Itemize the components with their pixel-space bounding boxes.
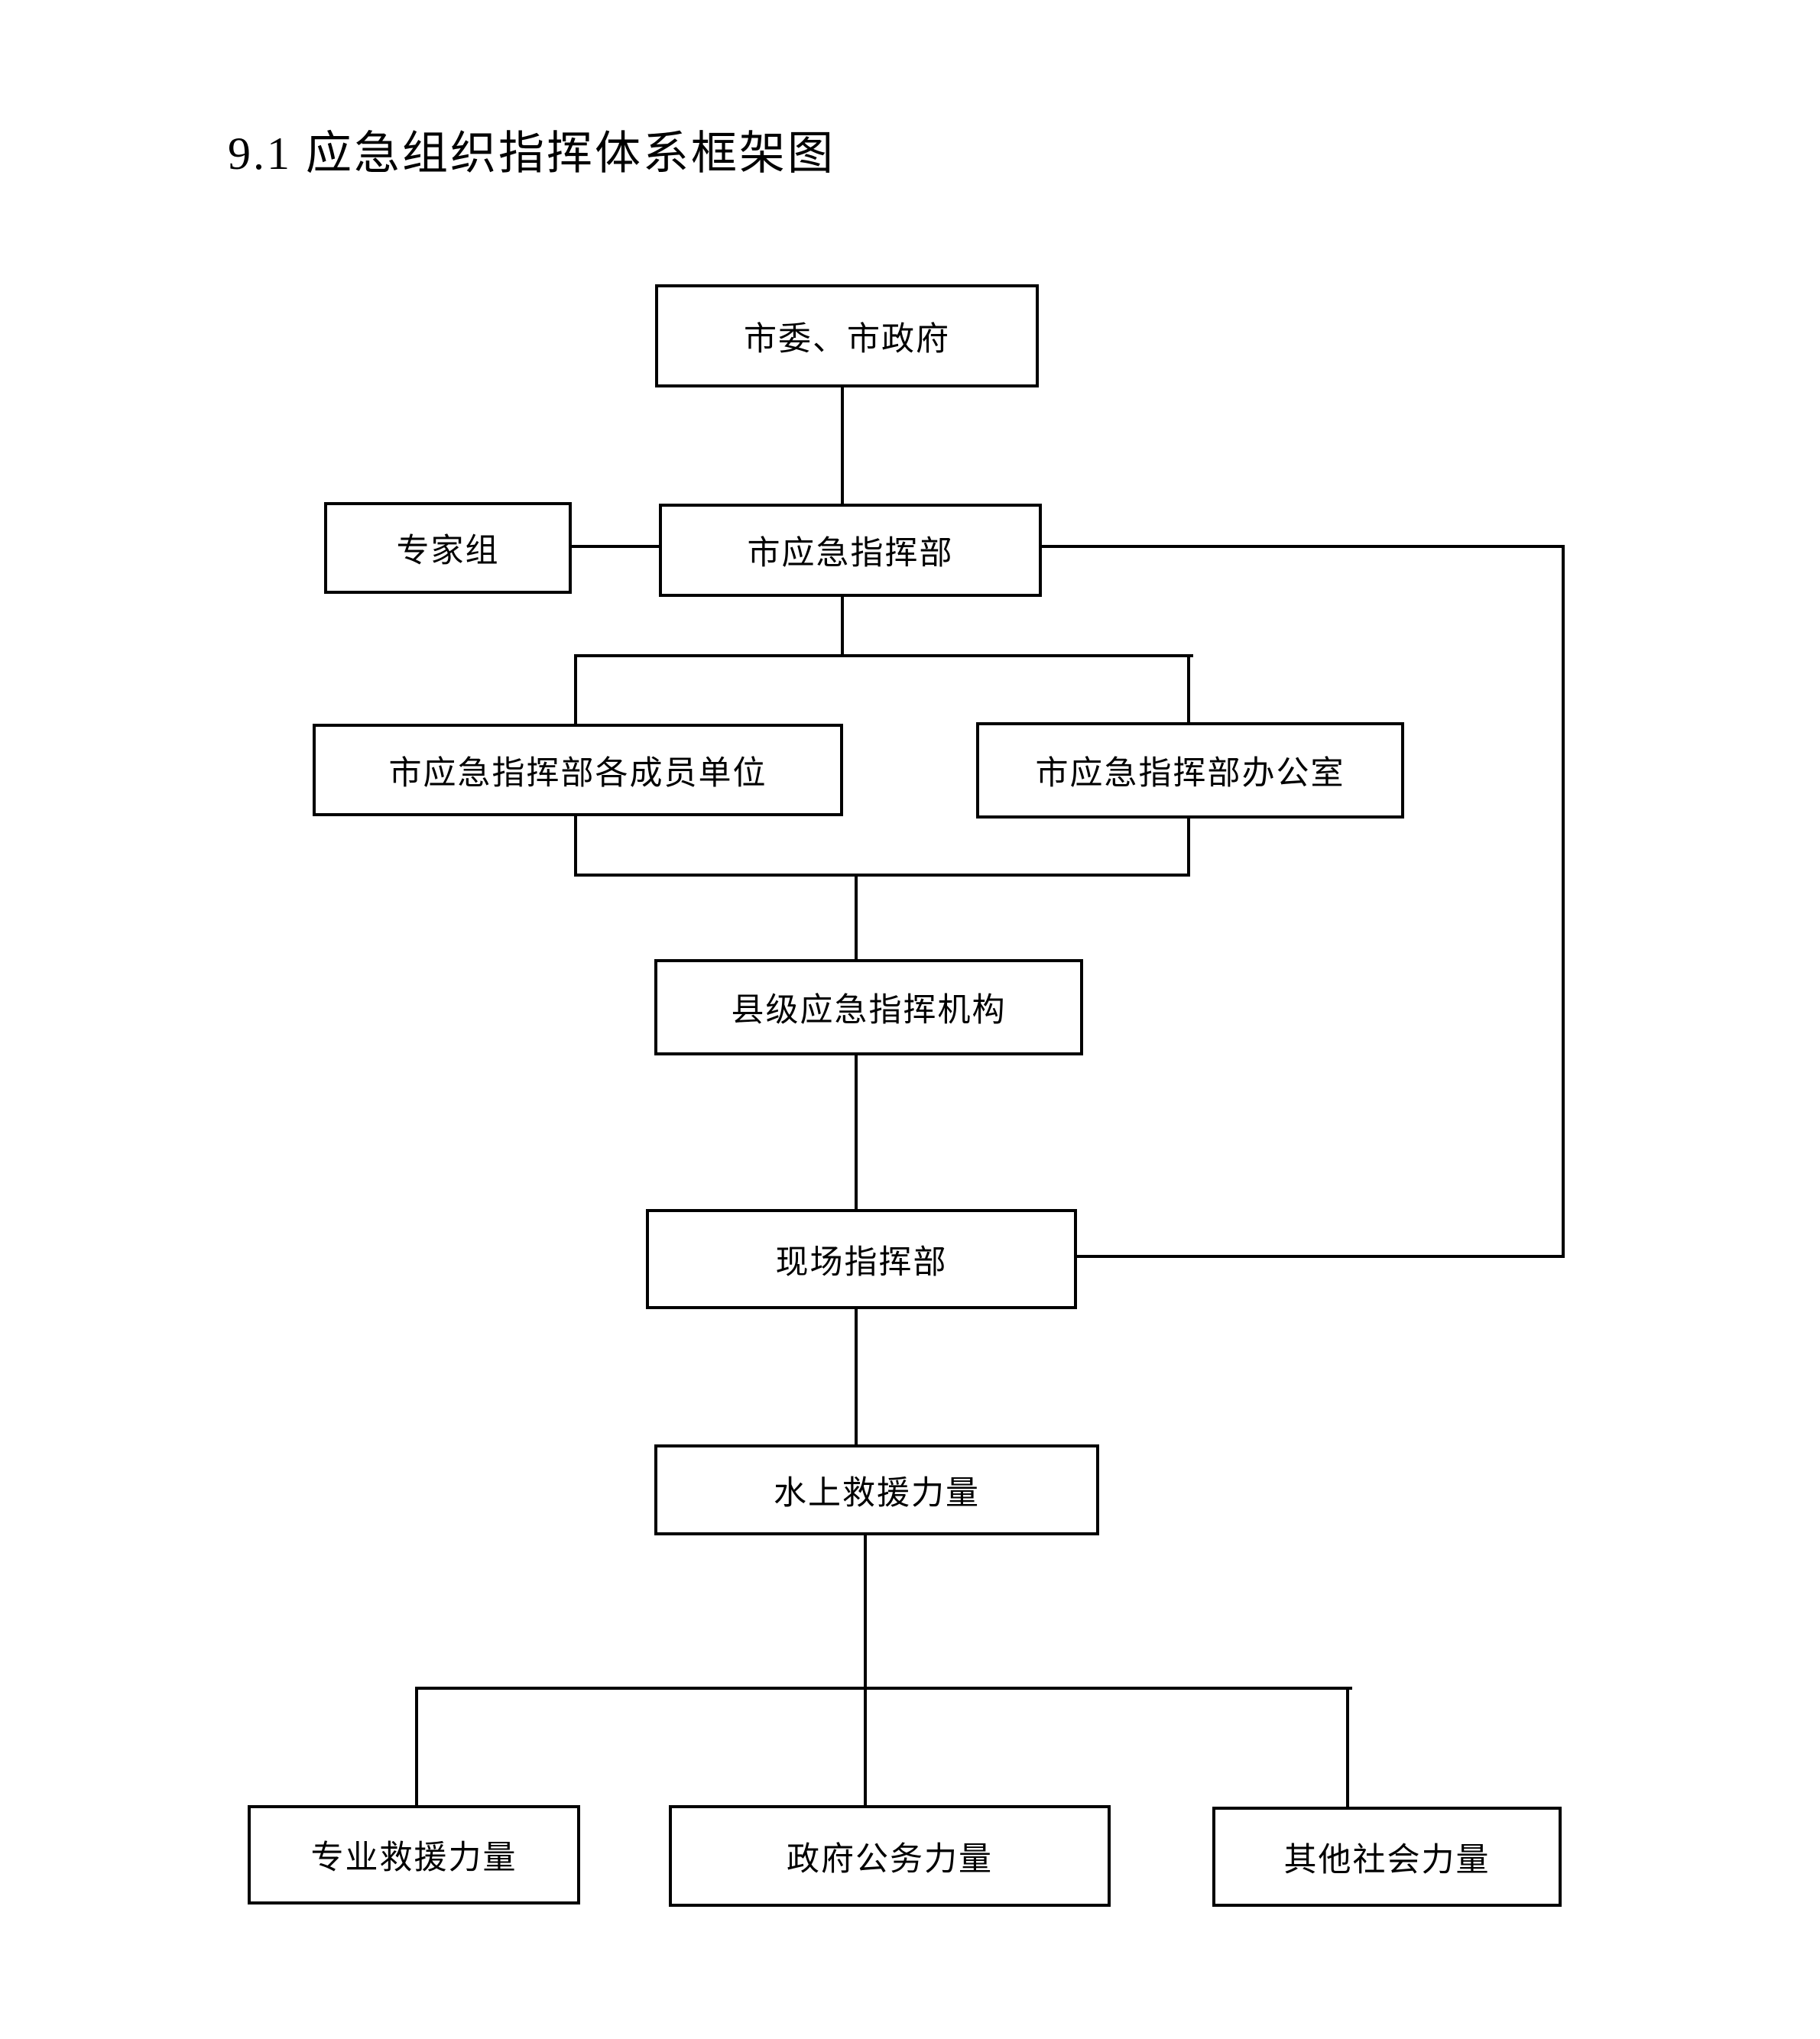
connector-county-to-onsite bbox=[855, 1054, 858, 1212]
connector-split-bar bbox=[574, 654, 1193, 657]
connector-members-down bbox=[574, 815, 577, 877]
connector-command-down bbox=[841, 595, 844, 657]
connector-bottom-bar bbox=[415, 1687, 1352, 1690]
connector-to-other-social bbox=[1346, 1687, 1349, 1810]
node-city-emergency-command: 市应急指挥部 bbox=[659, 504, 1042, 597]
node-professional-rescue-forces: 专业救援力量 bbox=[248, 1805, 580, 1904]
connector-split-right-branch bbox=[1187, 654, 1190, 725]
connector-split-left-branch bbox=[574, 654, 577, 727]
connector-onsite-to-water bbox=[855, 1308, 858, 1447]
connector-top-to-command bbox=[841, 386, 844, 507]
connector-to-professional bbox=[415, 1687, 418, 1808]
connector-merge-bar bbox=[574, 874, 1190, 877]
connector-merge-to-county bbox=[855, 874, 858, 962]
connector-water-down bbox=[864, 1534, 867, 1690]
connector-right-into-onsite bbox=[1075, 1255, 1565, 1258]
page-title: 9.1 应急组织指挥体系框架图 bbox=[228, 128, 835, 179]
connector-command-right-out bbox=[1040, 545, 1565, 548]
connector-expert-to-command bbox=[569, 545, 662, 548]
node-county-emergency-command: 县级应急指挥机构 bbox=[654, 959, 1083, 1055]
connector-office-down bbox=[1187, 817, 1190, 877]
node-command-office: 市应急指挥部办公室 bbox=[976, 722, 1404, 819]
node-command-member-units: 市应急指挥部各成员单位 bbox=[313, 724, 843, 816]
node-water-rescue-forces: 水上救援力量 bbox=[654, 1444, 1099, 1535]
node-expert-group: 专家组 bbox=[324, 502, 572, 594]
node-city-committee-government: 市委、市政府 bbox=[655, 284, 1039, 387]
node-other-social-forces: 其他社会力量 bbox=[1212, 1807, 1562, 1907]
node-onsite-command: 现场指挥部 bbox=[646, 1209, 1077, 1309]
connector-right-drop bbox=[1562, 545, 1565, 1258]
node-government-service-forces: 政府公务力量 bbox=[669, 1805, 1111, 1907]
connector-to-government bbox=[864, 1687, 867, 1808]
